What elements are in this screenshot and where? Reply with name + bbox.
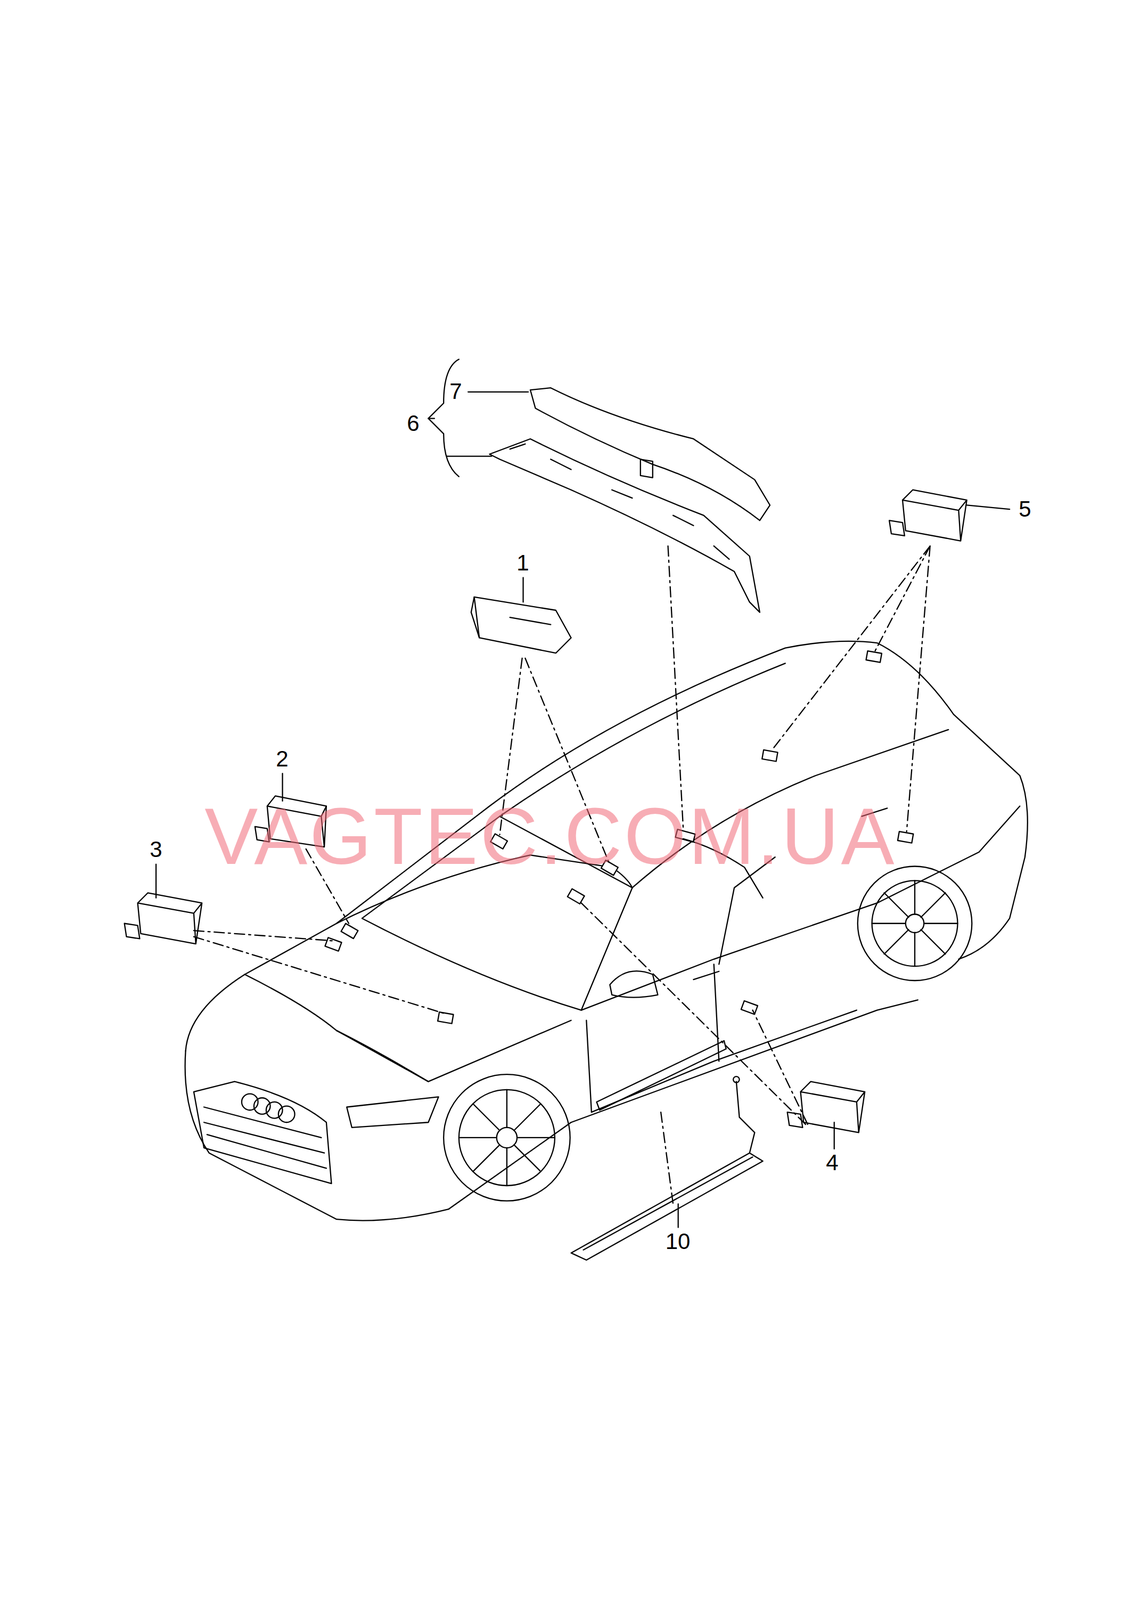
- callout-number: 6: [404, 411, 422, 436]
- callout-number: 10: [663, 1228, 693, 1254]
- callout-number: 7: [447, 379, 464, 404]
- callout-number: 1: [514, 550, 531, 576]
- callout-number: 5: [1016, 496, 1033, 522]
- watermark: VAGTEC.COM.UA: [204, 796, 897, 876]
- callout-number: 3: [147, 837, 164, 862]
- callout-number: 4: [823, 1150, 841, 1175]
- callout-number: 2: [273, 746, 291, 771]
